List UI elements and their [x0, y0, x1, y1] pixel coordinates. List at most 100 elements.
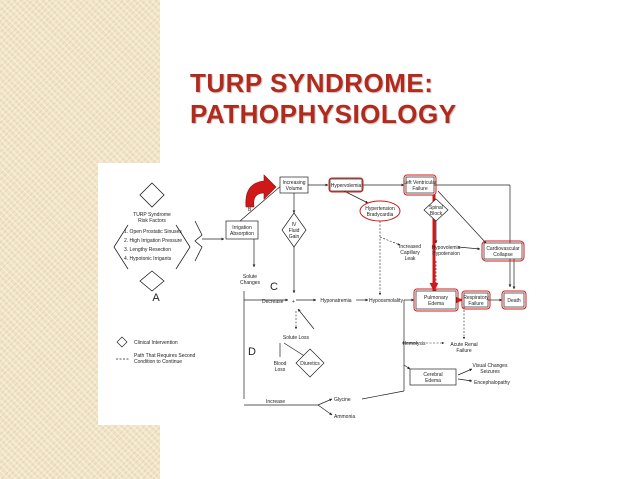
dash-to-capillary — [379, 236, 401, 246]
clinical-intervention-icon — [116, 336, 128, 348]
svg-text:Absorption: Absorption — [230, 231, 254, 237]
diagram-svg: TURP Syndrome Risk Factors 1. Open Prost… — [113, 174, 527, 420]
line-to-cerebral — [403, 364, 411, 370]
svg-text:Collapse: Collapse — [493, 252, 513, 258]
svg-text:Failure: Failure — [412, 186, 428, 192]
node-hypervolemia: Hypervolemia — [328, 177, 364, 193]
risk-title-1: TURP Syndrome — [133, 212, 171, 218]
legend-clinical-intervention: Clinical Intervention — [134, 340, 178, 346]
risk-bracket-left — [113, 224, 129, 270]
svg-text:Edema: Edema — [428, 301, 444, 307]
node-blood-loss: Blood Loss — [274, 361, 287, 373]
svg-text:Visual Changes: Visual Changes — [473, 363, 508, 369]
svg-text:Fluid: Fluid — [289, 228, 300, 234]
node-left-ventricular-failure: Left Ventricular Failure — [403, 174, 437, 196]
svg-text:Hypertension: Hypertension — [365, 206, 395, 212]
svg-text:Capillary: Capillary — [400, 250, 420, 256]
svg-text:Hyponatremia: Hyponatremia — [320, 298, 351, 304]
line-hypovol-cardio — [457, 246, 481, 251]
node-solute-changes: Solute Changes — [240, 274, 261, 286]
node-hypertension-bradycardia: Hypertension Bradycardia — [359, 200, 401, 222]
section-label-d: D — [248, 346, 256, 358]
risk-item-4: 4. Hypotonic Irrigants — [124, 256, 172, 262]
legend-path-line2: Condition to Continue — [134, 359, 182, 365]
svg-text:Respiratory: Respiratory — [463, 295, 489, 301]
red-curved-arrow — [245, 174, 277, 208]
node-decrease: Decrease — [262, 299, 284, 305]
line-soluteloss-decrease — [297, 308, 315, 330]
svg-text:Leak: Leak — [405, 256, 416, 262]
svg-text:Solute: Solute — [243, 274, 257, 280]
line-to-ammonia — [317, 404, 333, 416]
node-hypovolemia-hypotension: Hypovolemia Hypotension — [432, 245, 461, 257]
svg-text:Increased: Increased — [399, 244, 421, 250]
node-death: Death — [501, 290, 527, 310]
node-spinal-block: Spinal Block — [423, 198, 449, 222]
svg-text:Block: Block — [430, 211, 443, 217]
svg-text:Loss: Loss — [275, 367, 286, 373]
legend: Clinical Intervention Path That Requires… — [116, 336, 196, 365]
node-iv-fluid-gain: IV Fluid Gain — [281, 212, 307, 248]
node-increase: Increase — [266, 399, 285, 405]
risk-brace — [194, 220, 203, 262]
line-cerebral-enceph — [457, 378, 473, 383]
node-irrigation-absorption: Irrigation Absorption — [225, 220, 259, 240]
svg-text:Changes: Changes — [240, 280, 261, 286]
svg-text:Irrigation: Irrigation — [232, 225, 252, 231]
flow-lines — [239, 183, 516, 416]
svg-text:Bradycardia: Bradycardia — [367, 212, 394, 218]
svg-text:Cerebral: Cerebral — [423, 372, 442, 378]
svg-text:Seizures: Seizures — [480, 369, 500, 375]
svg-text:Hemolysis: Hemolysis — [402, 341, 426, 347]
risk-diamond-bottom — [139, 270, 165, 292]
node-hyponatremia: Hyponatremia — [320, 298, 351, 304]
risk-item-3: 3. Lengthy Resection — [124, 247, 171, 253]
section-label-b: B — [248, 207, 252, 213]
svg-text:Hypoosmolality: Hypoosmolality — [369, 298, 403, 304]
svg-text:Pulmonary: Pulmonary — [424, 295, 448, 301]
node-visual-changes-seizures: Visual Changes Seizures — [473, 363, 508, 375]
svg-text:Left Ventricular: Left Ventricular — [403, 180, 437, 186]
svg-text:Edema: Edema — [425, 378, 441, 384]
section-label-c: C — [270, 281, 278, 293]
slide-title-line1: TURP SYNDROME: — [190, 68, 434, 98]
risk-item-1: 1. Open Prostatic Sinuses — [124, 229, 182, 235]
slide-title: TURP SYNDROME: PATHOPHYSIOLOGY — [190, 68, 630, 130]
node-increasing-volume: Increasing Volume — [279, 176, 309, 194]
risk-item-2: 2. High Irrigation Pressure — [124, 238, 182, 244]
svg-text:Diuretics: Diuretics — [300, 361, 320, 367]
svg-text:Death: Death — [507, 298, 521, 304]
line-absorption-volume — [239, 184, 283, 222]
svg-text:Volume: Volume — [286, 186, 303, 192]
svg-text:Increasing: Increasing — [282, 180, 305, 186]
svg-text:Spinal: Spinal — [429, 205, 443, 211]
node-ammonia: Ammonia — [334, 414, 355, 420]
svg-text:Hypervolemia: Hypervolemia — [331, 183, 362, 189]
risk-factors-panel: TURP Syndrome Risk Factors 1. Open Prost… — [113, 182, 225, 304]
legend-path-line1: Path That Requires Second — [134, 353, 196, 359]
svg-text:Failure: Failure — [456, 348, 472, 354]
svg-text:Failure: Failure — [468, 301, 484, 307]
svg-text:Cardiovascular: Cardiovascular — [486, 246, 520, 252]
slide-title-line2: PATHOPHYSIOLOGY — [190, 99, 457, 129]
line-soluteloss-diuretics — [283, 342, 307, 358]
line-hypervolemia-hypertension — [343, 190, 369, 204]
node-acute-renal-failure: Acute Renal Failure — [450, 342, 477, 354]
junction-plus: + — [292, 299, 295, 305]
risk-bracket-right — [175, 224, 191, 270]
risk-title-2: Risk Factors — [138, 218, 166, 224]
section-label-a: A — [152, 292, 160, 304]
node-hemolysis: Hemolysis — [402, 341, 426, 347]
node-cerebral-edema: Cerebral Edema — [409, 368, 457, 386]
node-glycine: Glycine — [334, 397, 351, 403]
svg-text:Blood: Blood — [274, 361, 287, 367]
node-diuretics: Diuretics — [295, 348, 325, 378]
node-pulmonary-edema: Pulmonary Edema — [413, 288, 459, 312]
node-respiratory-failure: Respiratory Failure — [461, 290, 491, 310]
pathophysiology-diagram: TURP Syndrome Risk Factors 1. Open Prost… — [98, 163, 530, 425]
highlight-arrows — [245, 174, 463, 304]
dashed-paths — [294, 221, 466, 345]
node-cardiovascular-collapse: Cardiovascular Collapse — [481, 240, 525, 262]
svg-text:IV: IV — [292, 222, 297, 228]
svg-text:Hypovolemia: Hypovolemia — [432, 245, 461, 251]
